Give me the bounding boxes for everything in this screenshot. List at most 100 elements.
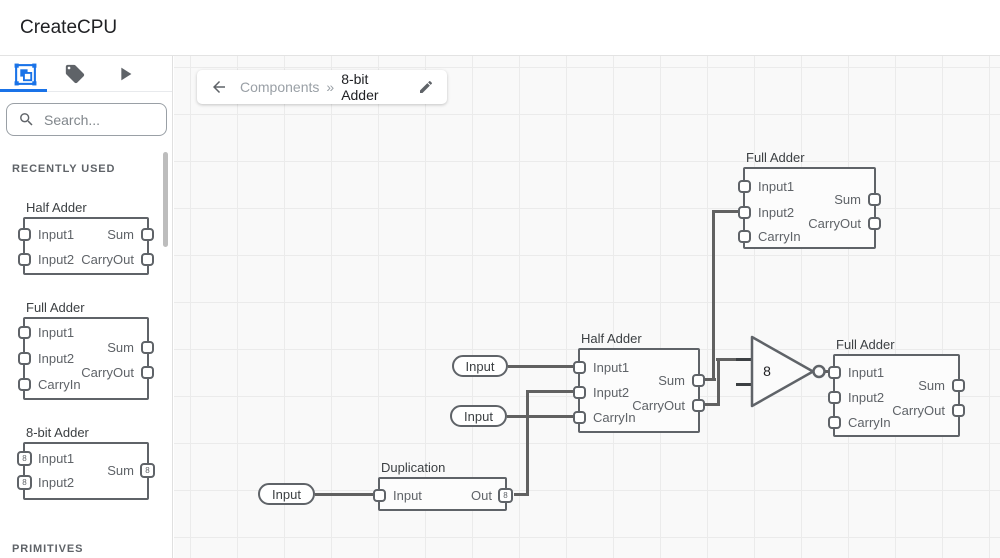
port-carryout[interactable]	[141, 253, 154, 266]
wire	[526, 390, 529, 495]
port-input2[interactable]	[18, 352, 31, 365]
port-sum-bus[interactable]: 8	[140, 463, 155, 478]
node-full-adder-right[interactable]: Full Adder Input1 Input2 CarryIn Sum Car…	[828, 337, 965, 437]
port-input1-bus[interactable]: 8	[17, 451, 32, 466]
port-label: Input1	[38, 325, 75, 340]
port-carryout[interactable]	[952, 404, 965, 417]
port-input2-bus[interactable]: 8	[17, 475, 32, 490]
node-full-adder-top[interactable]: Full Adder Input1 Input2 CarryIn Sum Car…	[738, 150, 881, 249]
wire	[700, 378, 716, 381]
wire	[712, 210, 715, 380]
port-sum[interactable]	[952, 379, 965, 392]
library-item-8bit-adder[interactable]: 8-bit Adder 8 8 8 Input1 Input2 Sum	[17, 425, 155, 500]
port-label: CarryOut	[892, 403, 945, 418]
top-bar: CreateCPU	[0, 0, 1000, 56]
back-button[interactable]	[210, 78, 228, 96]
active-tab-underline	[0, 89, 47, 92]
search-input[interactable]	[44, 111, 159, 128]
port-label: Input1	[593, 360, 630, 375]
port-input1[interactable]	[828, 366, 841, 379]
port-label: Input1	[38, 451, 75, 466]
port-carryout[interactable]	[868, 217, 881, 230]
tag-icon	[65, 64, 85, 84]
node-input-pill[interactable]: Input	[258, 483, 315, 505]
arrow-left-icon	[213, 81, 225, 93]
sidebar-scrollbar[interactable]	[163, 152, 168, 247]
search-box[interactable]	[6, 103, 167, 136]
not-gate-triangle-icon	[750, 335, 815, 408]
port-label: Sum	[107, 340, 134, 355]
tab-simulate[interactable]	[100, 56, 150, 92]
port-label: CarryIn	[593, 410, 636, 425]
port-sum[interactable]	[868, 193, 881, 206]
editor-canvas[interactable]: Components » 8-bit Adder Full Adder	[174, 56, 1000, 558]
port-carryin[interactable]	[738, 230, 751, 243]
node-title: Full Adder	[836, 337, 895, 352]
node-not-gate[interactable]	[749, 334, 827, 410]
play-icon	[121, 67, 132, 81]
port-input1[interactable]	[18, 228, 31, 241]
section-primitives: PRIMITIVES	[12, 543, 84, 555]
port-input2[interactable]	[828, 391, 841, 404]
port-label: CarryOut	[808, 216, 861, 231]
node-input-pill[interactable]: Input	[452, 355, 508, 377]
not-gate-bubble-icon	[812, 364, 826, 379]
port-input2[interactable]	[18, 253, 31, 266]
port-input2[interactable]	[573, 386, 586, 399]
port-input1[interactable]	[573, 361, 586, 374]
library-item-full-adder[interactable]: Full Adder Input1 Input2 CarryIn Sum Car…	[18, 300, 154, 400]
tab-components[interactable]	[0, 56, 50, 92]
port-input[interactable]	[373, 489, 386, 502]
breadcrumb-separator: »	[326, 79, 335, 95]
port-carryin[interactable]	[828, 416, 841, 429]
port-carryin[interactable]	[573, 411, 586, 424]
port-carryout[interactable]	[141, 366, 154, 379]
pencil-icon	[420, 80, 433, 93]
app-title: CreateCPU	[20, 16, 118, 38]
port-input2[interactable]	[738, 206, 751, 219]
port-label: Sum	[918, 378, 945, 393]
rename-button[interactable]	[418, 79, 434, 95]
port-input1[interactable]	[18, 326, 31, 339]
port-input1[interactable]	[738, 180, 751, 193]
port-label: CarryIn	[758, 229, 801, 244]
port-label: CarryIn	[848, 415, 891, 430]
components-icon	[14, 63, 36, 85]
breadcrumb-parent[interactable]: Components	[240, 79, 320, 95]
port-label: Input2	[758, 205, 795, 220]
gate-enable-stub	[736, 383, 752, 386]
port-label: CarryIn	[38, 377, 81, 392]
node-input-pill[interactable]: Input	[450, 405, 507, 427]
port-label: CarryOut	[632, 398, 685, 413]
node-title: Duplication	[381, 460, 446, 475]
wire	[507, 415, 579, 418]
tab-tags[interactable]	[50, 56, 100, 92]
port-label: CarryOut	[81, 365, 134, 380]
wire	[315, 493, 379, 496]
breadcrumb-current: 8-bit Adder	[341, 71, 379, 103]
port-carryin[interactable]	[18, 378, 31, 391]
sidebar: RECENTLY USED Half Adder Input1 Input2 S…	[0, 56, 173, 558]
wire	[700, 403, 720, 406]
port-carryout[interactable]	[692, 399, 705, 412]
port-label: Sum	[107, 227, 134, 242]
port-sum[interactable]	[692, 374, 705, 387]
node-duplication[interactable]: Duplication 8 Input Out	[373, 460, 513, 511]
breadcrumb: Components » 8-bit Adder	[197, 70, 447, 104]
port-label: Input	[393, 488, 422, 503]
port-out-bus[interactable]: 8	[498, 488, 513, 503]
port-sum[interactable]	[141, 228, 154, 241]
node-half-adder[interactable]: Half Adder Input1 Input2 CarryIn Sum Car…	[573, 331, 705, 433]
port-label: Input1	[758, 179, 795, 194]
node-title: Full Adder	[746, 150, 805, 165]
library-item-half-adder[interactable]: Half Adder Input1 Input2 Sum CarryOut	[18, 200, 154, 275]
port-sum[interactable]	[141, 341, 154, 354]
wire	[714, 210, 744, 213]
wire	[508, 365, 579, 368]
node-title: Full Adder	[26, 300, 85, 315]
port-label: Input2	[38, 252, 75, 267]
port-label: Out	[471, 488, 492, 503]
wire	[717, 358, 720, 406]
not-gate-bus-label: 8	[763, 363, 771, 379]
search-icon	[20, 113, 33, 126]
